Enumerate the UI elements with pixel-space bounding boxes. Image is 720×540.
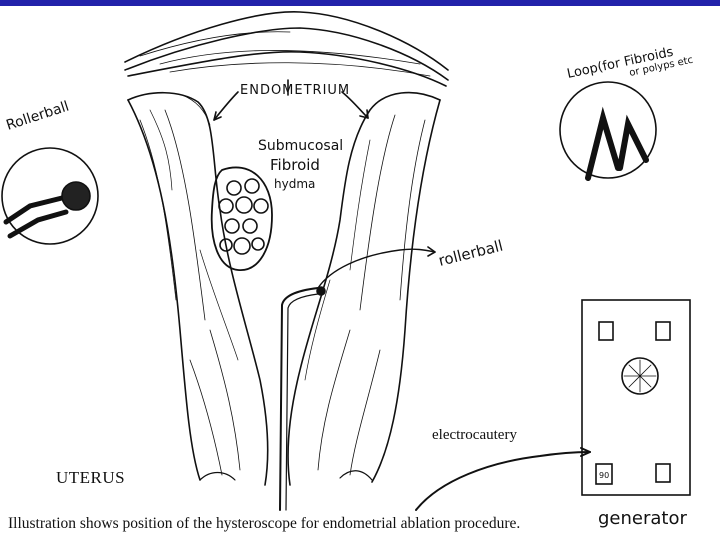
uterine-fundus — [125, 12, 448, 86]
electrocautery-label: electrocautery — [432, 427, 517, 444]
generator-button-label: 90 — [599, 471, 609, 480]
loop-inset-right — [560, 82, 656, 178]
submucosal-label: Submucosal — [258, 138, 343, 154]
hydma-label: hydma — [274, 177, 315, 191]
left-uterine-wall — [128, 93, 268, 485]
uterus-label: UTERUS — [56, 468, 125, 488]
electrocautery-generator — [582, 300, 690, 495]
electrocautery-cable — [416, 448, 590, 510]
rollerball-right-label: rollerball — [437, 236, 505, 269]
rollerball-left-label: Rollerball — [4, 98, 71, 133]
endometrium-label: ENDOMETRIUM — [240, 83, 350, 98]
generator-label: generator — [598, 508, 687, 529]
fibroid-label: Fibroid — [270, 156, 320, 174]
figure-caption: Illustration shows position of the hyste… — [8, 515, 520, 533]
rollerball-inset-left — [2, 148, 98, 244]
